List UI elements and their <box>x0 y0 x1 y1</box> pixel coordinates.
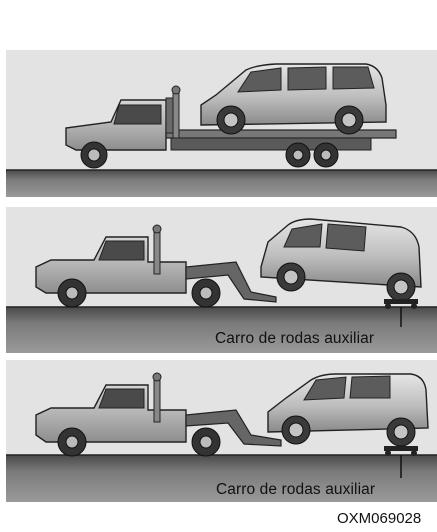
suv-on-flatbed <box>200 63 387 135</box>
suv-towed-front-raised <box>260 218 422 302</box>
truck-frame <box>170 137 372 151</box>
tow-truck <box>35 372 282 457</box>
flatbed-towing-panel <box>6 50 437 197</box>
ground <box>6 307 437 353</box>
figure-code: OXM069028 <box>337 510 422 527</box>
dolly-caption-2: Carro de rodas auxiliar <box>216 481 376 498</box>
ground <box>6 170 437 197</box>
suv-towed-rear-on-dolly <box>267 373 429 447</box>
wheel-dolly <box>384 299 418 327</box>
dolly-caption-1: Carro de rodas auxiliar <box>215 330 375 347</box>
wheel-lift-front-panel <box>6 207 437 353</box>
wheel-lift-front-illustration <box>6 218 437 353</box>
flatbed-deck <box>160 129 397 139</box>
tow-truck <box>35 224 277 308</box>
wheel-lift-arm <box>185 409 282 447</box>
flatbed-towing-illustration <box>6 63 437 197</box>
wheel-lift-rear-illustration <box>6 372 437 502</box>
wheel-lift-rear-panel <box>6 360 437 502</box>
tow-truck <box>65 85 339 169</box>
ground <box>6 455 437 502</box>
wheel-dolly <box>384 446 418 478</box>
wheel-lift-arm <box>185 261 277 303</box>
